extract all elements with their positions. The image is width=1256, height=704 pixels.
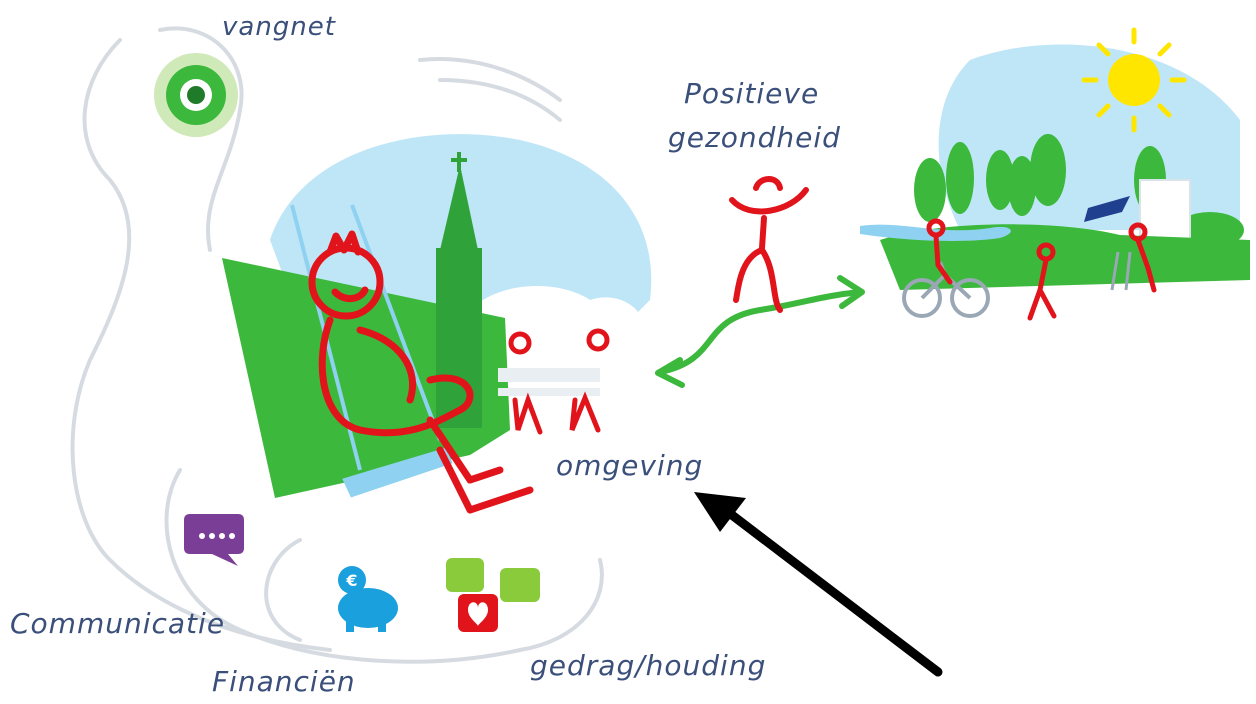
label-omgeving: omgeving: [556, 449, 704, 482]
right-scene: [860, 27, 1250, 321]
label-gezondheid: gezondheid: [668, 121, 841, 154]
piggy-bank-icon: €: [338, 566, 398, 632]
bench-people: [498, 328, 610, 435]
church: [436, 152, 482, 428]
svg-text:€: €: [345, 571, 357, 590]
pointer-arrow: [694, 492, 943, 677]
two-way-arrow: [655, 275, 865, 388]
speech-bubble-icon: [184, 514, 244, 566]
label-financien: Financiën: [212, 665, 356, 698]
sun-icon: [1081, 27, 1187, 133]
healthy-person: [729, 176, 809, 313]
swirl-lines: [70, 26, 604, 664]
safety-net-eye-icon: [154, 53, 238, 137]
emotion-faces-icon: [446, 558, 540, 632]
label-vangnet: vangnet: [222, 12, 336, 42]
label-gedrag-houding: gedrag/houding: [530, 649, 767, 682]
label-communicatie: Communicatie: [10, 607, 226, 640]
person-on-swing: [308, 230, 534, 514]
label-positieve: Positieve: [684, 77, 820, 110]
